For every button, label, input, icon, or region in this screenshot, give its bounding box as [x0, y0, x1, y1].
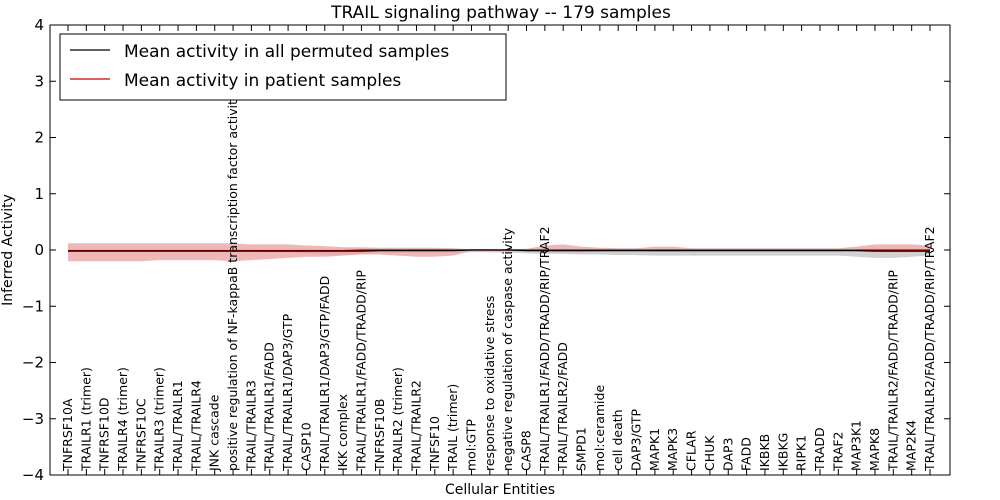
- x-tick-label: TRAIL/TRAILR2/FADD: [555, 342, 570, 472]
- x-tick-label: CHUK: [702, 435, 717, 471]
- x-tick-label: negative regulation of caspase activity: [500, 227, 515, 471]
- x-tick-label: MAP3K1: [849, 420, 864, 471]
- y-tick-label: 3: [34, 72, 44, 90]
- y-tick-label: −4: [22, 466, 44, 484]
- x-tick-label: TRADD: [812, 427, 827, 472]
- x-tick-label: MAPK1: [647, 428, 662, 471]
- legend-box: [59, 33, 507, 101]
- x-tick-label: mol:ceramide: [592, 385, 607, 471]
- x-tick-label: TRAIL/TRAILR4: [188, 380, 203, 472]
- x-tick-label: mol:GTP: [464, 419, 479, 471]
- chart-title: TRAIL signaling pathway -- 179 samples: [330, 3, 671, 23]
- x-tick-label: TRAIL/TRAILR1/DAP3/GTP/FADD: [317, 276, 332, 472]
- legend: Mean activity in all permuted samples Me…: [59, 33, 507, 101]
- x-tick-label: FADD: [739, 437, 754, 471]
- y-tick-label: −3: [22, 410, 44, 428]
- x-tick-label: TRAILR4 (trimer): [115, 367, 130, 472]
- x-tick-label: TRAIL/TRAILR1/FADD: [262, 342, 277, 472]
- x-tick-label: CASP10: [298, 422, 313, 471]
- y-axis: −4 −3 −2 −1 0 1 2 3 4: [22, 16, 950, 484]
- y-tick-label: 0: [34, 241, 44, 259]
- x-tick-label: TRAILR1 (trimer): [78, 367, 93, 472]
- y-tick-label: 1: [34, 185, 44, 203]
- x-tick-label: TRAILR3 (trimer): [152, 367, 167, 472]
- x-tick-label: TNFRSF10B: [372, 399, 387, 472]
- x-tick-label: TRAIL/TRAILR2/FADD/TRADD/RIP: [885, 270, 900, 472]
- x-tick-label: TNFRSF10A: [60, 398, 75, 472]
- y-tick-label: −2: [22, 354, 44, 372]
- x-tick-label: IKBKG: [775, 433, 790, 471]
- x-tick-label: CASP8: [519, 430, 534, 471]
- x-tick-label: TNFRSF10D: [97, 397, 112, 472]
- x-tick-label: MAPK8: [867, 428, 882, 471]
- x-tick-label: RIPK1: [794, 435, 809, 471]
- x-tick-label: SMPD1: [574, 427, 589, 471]
- x-tick-label: MAPK3: [665, 428, 680, 471]
- x-tick-label: IKK complex: [335, 394, 350, 471]
- x-tick-label: IKBKB: [757, 434, 772, 471]
- x-tick-label: TRAIL/TRAILR2: [409, 380, 424, 472]
- x-tick-label: TNFRSF10C: [133, 398, 148, 472]
- x-tick-label: positive regulation of NF-kappaB transcr…: [225, 92, 240, 471]
- legend-label-permuted: Mean activity in all permuted samples: [124, 42, 449, 62]
- x-tick-label: MAP2K4: [904, 420, 919, 471]
- line-permuted: [68, 249, 930, 252]
- x-tick-label: TRAIL (trimer): [445, 384, 460, 472]
- x-tick-label: CFLAR: [684, 430, 699, 471]
- x-tick-label: TRAIL/TRAILR3: [243, 380, 258, 472]
- x-tick-label: TNFSF10: [427, 416, 442, 472]
- x-tick-label: cell death: [610, 409, 625, 471]
- y-tick-label: 4: [34, 16, 44, 34]
- y-axis-label: Inferred Activity: [0, 194, 16, 306]
- x-tick-label: DAP3: [720, 438, 735, 471]
- y-tick-label: 2: [34, 129, 44, 147]
- x-axis-label: Cellular Entities: [445, 482, 555, 498]
- x-tick-label: TRAF2: [830, 431, 845, 472]
- x-tick-label: TRAIL/TRAILR1: [170, 380, 185, 472]
- x-tick-label: TRAIL/TRAILR2/FADD/TRADD/RIP/TRAF2: [922, 226, 937, 472]
- series-lines: [68, 249, 930, 252]
- band-patient: [68, 243, 930, 262]
- legend-label-patient: Mean activity in patient samples: [124, 71, 401, 91]
- x-tick-label: TRAIL/TRAILR1/FADD/TRADD/RIP: [353, 270, 368, 472]
- y-tick-label: −1: [22, 297, 44, 315]
- x-tick-label: TRAILR2 (trimer): [390, 367, 405, 472]
- x-tick-label: JNK cascade: [207, 394, 222, 472]
- x-tick-label: DAP3/GTP: [629, 408, 644, 471]
- x-tick-label: TRAIL/TRAILR1/DAP3/GTP: [280, 313, 295, 472]
- x-tick-label: response to oxidative stress: [482, 296, 497, 471]
- x-tick-label: TRAIL/TRAILR1/FADD/TRADD/RIP/TRAF2: [537, 226, 552, 472]
